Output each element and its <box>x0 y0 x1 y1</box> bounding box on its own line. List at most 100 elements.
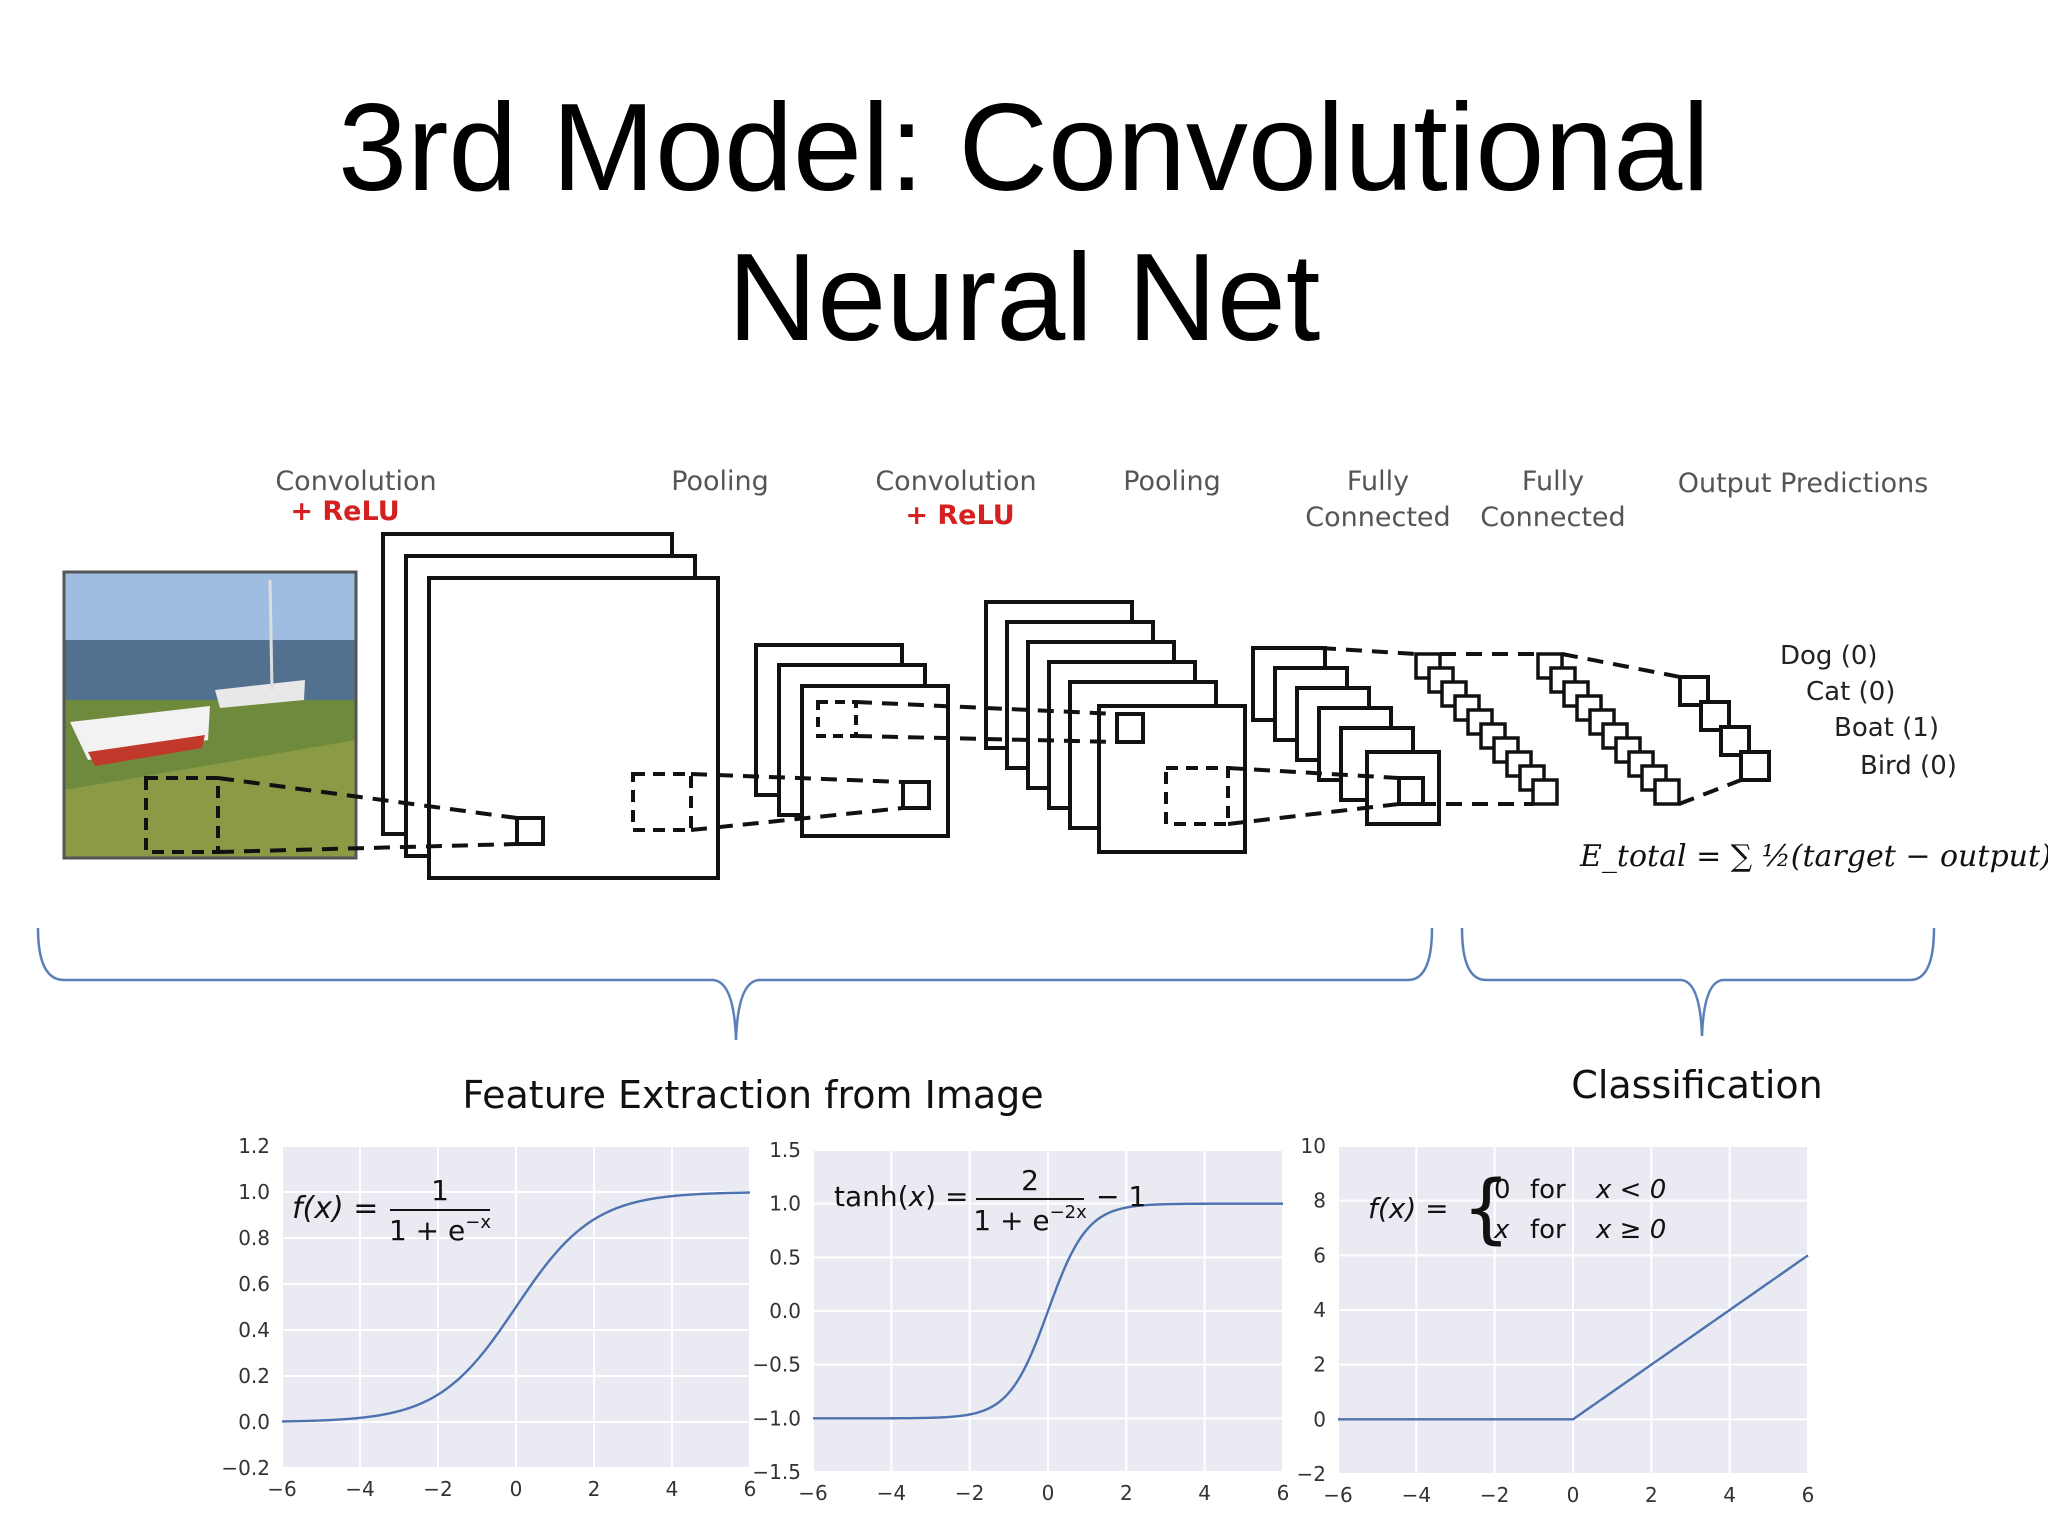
feature-extraction-label: Feature Extraction from Image <box>462 1073 1043 1117</box>
x-tick-label: −4 <box>1402 1483 1431 1507</box>
pool2-window <box>1164 766 1230 826</box>
svg-text:f(x) =: f(x) = <box>1368 1192 1449 1225</box>
svg-text:x ≥ 0: x ≥ 0 <box>1595 1215 1666 1245</box>
y-tick-label: 1.0 <box>238 1180 270 1204</box>
output-neurons <box>1678 675 1771 782</box>
y-tick-label: 0 <box>1313 1407 1326 1431</box>
x-tick-label: 2 <box>1645 1483 1658 1507</box>
svg-text:0: 0 <box>1494 1175 1511 1205</box>
y-tick-label: 0.2 <box>238 1364 270 1388</box>
x-tick-label: −6 <box>1323 1483 1352 1507</box>
fc1-neurons <box>1414 652 1559 806</box>
pool1-window <box>631 772 693 832</box>
stage-label-fc1-line2: Connected <box>1305 502 1450 533</box>
stage-label-fc1-line1: Fully <box>1347 466 1409 497</box>
svg-text:f(x) =: f(x) = <box>292 1191 378 1226</box>
y-tick-label: −0.5 <box>752 1353 801 1377</box>
x-tick-label: −4 <box>345 1477 374 1501</box>
x-tick-label: 0 <box>1567 1483 1580 1507</box>
y-tick-label: −1.5 <box>752 1460 801 1484</box>
x-tick-label: 4 <box>1723 1483 1736 1507</box>
fc2-neurons <box>1536 652 1681 806</box>
y-tick-label: 1.5 <box>769 1138 801 1162</box>
y-tick-label: 0.6 <box>238 1272 270 1296</box>
y-tick-label: 1.2 <box>238 1134 270 1158</box>
y-tick-label: −1.0 <box>752 1406 801 1430</box>
svg-text:x < 0: x < 0 <box>1595 1175 1666 1205</box>
x-tick-label: −2 <box>955 1481 984 1505</box>
title-line-1: 3rd Model: Convolutional <box>338 79 1710 217</box>
x-tick-label: 2 <box>1120 1481 1133 1505</box>
y-tick-label: −0.2 <box>221 1456 270 1480</box>
x-tick-label: 0 <box>510 1477 523 1501</box>
x-tick-label: −2 <box>423 1477 452 1501</box>
stage-label-fc2-line1: Fully <box>1522 466 1584 497</box>
conv1-front-map <box>427 576 720 880</box>
output-label-bird: Bird (0) <box>1860 751 1957 781</box>
connection-lines <box>217 646 1742 854</box>
conv1-feature-maps <box>381 532 720 880</box>
svg-text:{: { <box>1462 1163 1510 1252</box>
conv2-feature-maps <box>984 600 1247 854</box>
y-tick-label: 0.0 <box>769 1299 801 1323</box>
svg-text:− 1: − 1 <box>1096 1180 1146 1213</box>
x-tick-label: 6 <box>1277 1481 1290 1505</box>
sigmoid-plot: −6 −4 −2 0 2 4 6 −0.2 0.0 0.2 0.4 0.6 0.8 1.0 1.2 <box>221 1134 756 1501</box>
svg-text:tanh(x) =: tanh(x) = <box>834 1180 968 1213</box>
x-tick-label: −2 <box>1480 1483 1509 1507</box>
stage-label-pool2: Pooling <box>1123 466 1221 497</box>
y-tick-label: 1.0 <box>769 1192 801 1216</box>
pool2-feature-maps <box>1251 646 1441 826</box>
tanh-plot: −6 −4 −2 0 2 4 6 −1.5 −1.0 −0.5 0.0 0.5 1.0 1.5 <box>752 1138 1289 1505</box>
x-tick-label: 4 <box>666 1477 679 1501</box>
x-tick-label: −4 <box>877 1481 906 1505</box>
title-line-2: Neural Net <box>727 229 1321 367</box>
relu-formula: f(x) = { 0 for x < 0 x for x ≥ 0 <box>1368 1163 1666 1252</box>
x-tick-label: 6 <box>1802 1483 1815 1507</box>
stage-label-relu1: + ReLU <box>290 496 399 527</box>
x-tick-label: −6 <box>798 1481 827 1505</box>
stage-label-fc2-line2: Connected <box>1480 502 1625 533</box>
x-tick-label: −6 <box>267 1477 296 1501</box>
svg-text:2: 2 <box>1021 1164 1039 1197</box>
conv2-window <box>816 700 858 738</box>
svg-text:x: x <box>1493 1215 1510 1245</box>
svg-text:1: 1 <box>431 1174 449 1207</box>
y-tick-label: 4 <box>1313 1298 1326 1322</box>
conv2-receptive-field <box>1115 712 1145 744</box>
y-tick-label: 0.0 <box>238 1410 270 1434</box>
output-label-boat: Boat (1) <box>1834 713 1939 743</box>
y-tick-label: 2 <box>1313 1353 1326 1377</box>
stage-label-relu2: + ReLU <box>905 500 1014 531</box>
input-image <box>62 570 358 860</box>
classification-brace <box>1460 927 1936 1037</box>
stage-label-conv2: Convolution <box>875 466 1036 497</box>
feature-extraction-brace <box>36 927 1434 1041</box>
x-tick-label: 6 <box>744 1477 757 1501</box>
output-label-cat: Cat (0) <box>1806 677 1895 707</box>
svg-text:for: for <box>1530 1175 1566 1205</box>
conv1-receptive-field <box>515 816 545 846</box>
y-tick-label: 6 <box>1313 1243 1326 1267</box>
stage-label-pool1: Pooling <box>671 466 769 497</box>
y-tick-label: 10 <box>1301 1134 1326 1158</box>
svg-text:for: for <box>1530 1215 1566 1245</box>
x-tick-label: 2 <box>588 1477 601 1501</box>
relu-plot: −6 −4 −2 0 2 4 6 −2 0 2 4 6 8 10 <box>1297 1134 1815 1507</box>
output-label-dog: Dog (0) <box>1780 641 1878 671</box>
y-tick-label: 8 <box>1313 1189 1326 1213</box>
y-tick-label: 0.5 <box>769 1245 801 1269</box>
x-tick-label: 4 <box>1198 1481 1211 1505</box>
x-tick-label: 0 <box>1042 1481 1055 1505</box>
y-tick-label: 0.4 <box>238 1318 270 1342</box>
stage-label-output: Output Predictions <box>1678 468 1929 499</box>
pool2-receptive-field <box>1397 776 1425 806</box>
loss-formula: E_total = ∑ ½(target − output)² <box>1579 839 2048 874</box>
y-tick-label: 0.8 <box>238 1226 270 1250</box>
classification-label: Classification <box>1571 1063 1822 1107</box>
y-tick-label: −2 <box>1297 1462 1326 1486</box>
pool1-receptive-field <box>901 780 931 810</box>
stage-label-conv1: Convolution <box>275 466 436 497</box>
